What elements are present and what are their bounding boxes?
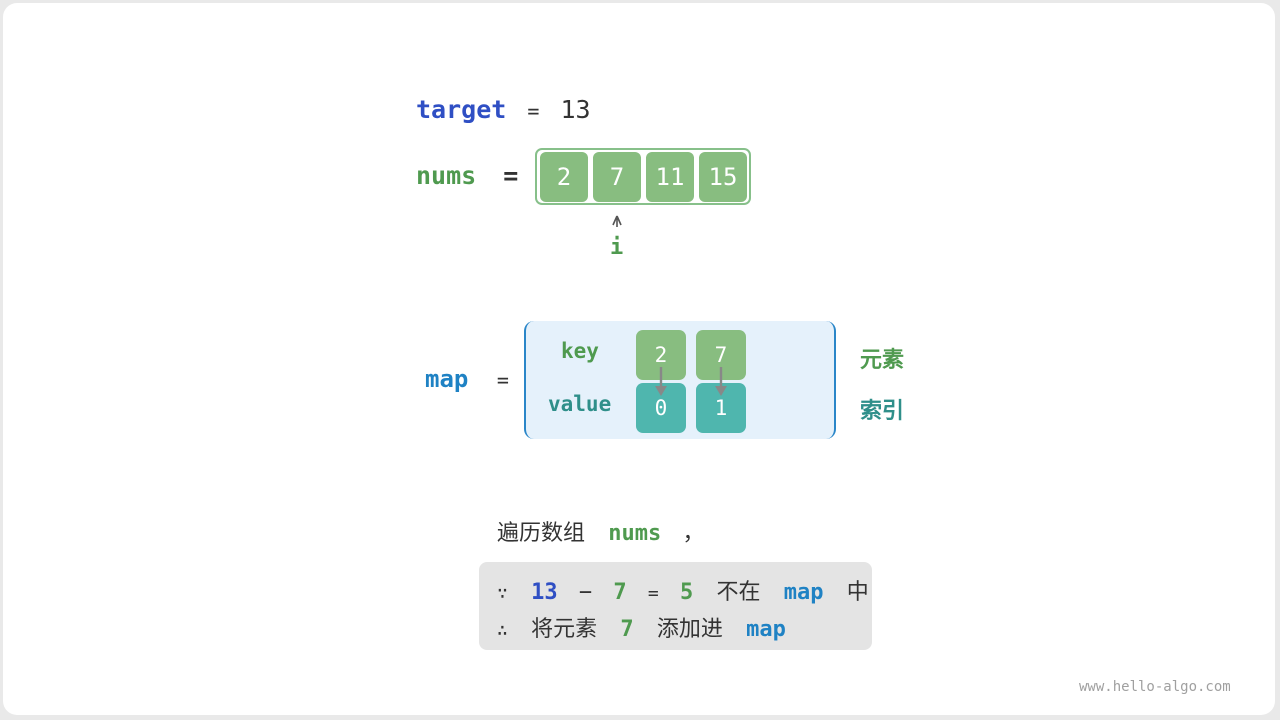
caption-suffix: ，: [682, 521, 705, 546]
map-link-arrow-icon-0: [655, 367, 667, 396]
nums-cell-3: 15: [699, 152, 747, 202]
step-lhs: 13: [531, 580, 558, 605]
step-add-map: map: [746, 617, 786, 642]
therefore-symbol: ∴: [497, 620, 508, 641]
map-link-arrow-icon-1: [715, 367, 727, 396]
target-line: target = 13: [416, 95, 591, 124]
target-name: target: [416, 95, 507, 124]
because-symbol: ∵: [497, 583, 508, 604]
step-add-num: 7: [620, 617, 634, 642]
nums-name: nums: [416, 161, 477, 190]
target-equals: =: [527, 99, 540, 123]
diagram-canvas: target = 13 nums = 2 7 11 15 i map = key…: [3, 3, 1275, 715]
map-value-label: value: [548, 392, 612, 416]
step-minus: −: [578, 580, 593, 605]
caption-prefix: 遍历数组: [497, 521, 586, 546]
nums-equals: =: [503, 161, 519, 190]
nums-line: nums =: [416, 161, 518, 190]
nums-cell-2: 11: [646, 152, 694, 202]
nums-cell-0: 2: [540, 152, 588, 202]
map-name: map: [425, 365, 469, 393]
caption-nums: nums: [608, 521, 662, 546]
map-equals: =: [496, 368, 509, 392]
step-map: map: [783, 580, 824, 605]
pointer-arrow-icon: [612, 215, 622, 227]
step-line-because: ∵ 13 − 7 = 5 不在 map 中: [497, 574, 869, 606]
map-key-cell-1: 7: [696, 330, 746, 380]
map-key-label: key: [561, 339, 599, 363]
step-add-prefix: 将元素: [531, 617, 598, 642]
target-value: 13: [560, 95, 591, 124]
step-not-in: 不在: [716, 580, 761, 605]
step-explanation-box: [479, 562, 872, 650]
step-in: 中: [846, 580, 869, 605]
nums-array-frame: [535, 148, 751, 205]
map-side-key-label: 元素: [860, 348, 905, 373]
step-equals: =: [647, 583, 659, 604]
step-num: 7: [613, 580, 627, 605]
map-line: map =: [425, 365, 509, 393]
pointer-label: i: [610, 235, 624, 260]
nums-cell-1: 7: [593, 152, 641, 202]
step-result: 5: [679, 580, 694, 605]
step-line-therefore: ∴ 将元素 7 添加进 map: [497, 611, 786, 643]
map-side-value-label: 索引: [860, 399, 905, 424]
caption: 遍历数组 nums ，: [497, 515, 705, 547]
step-add-mid: 添加进: [656, 617, 723, 642]
watermark: www.hello-algo.com: [1079, 679, 1231, 695]
